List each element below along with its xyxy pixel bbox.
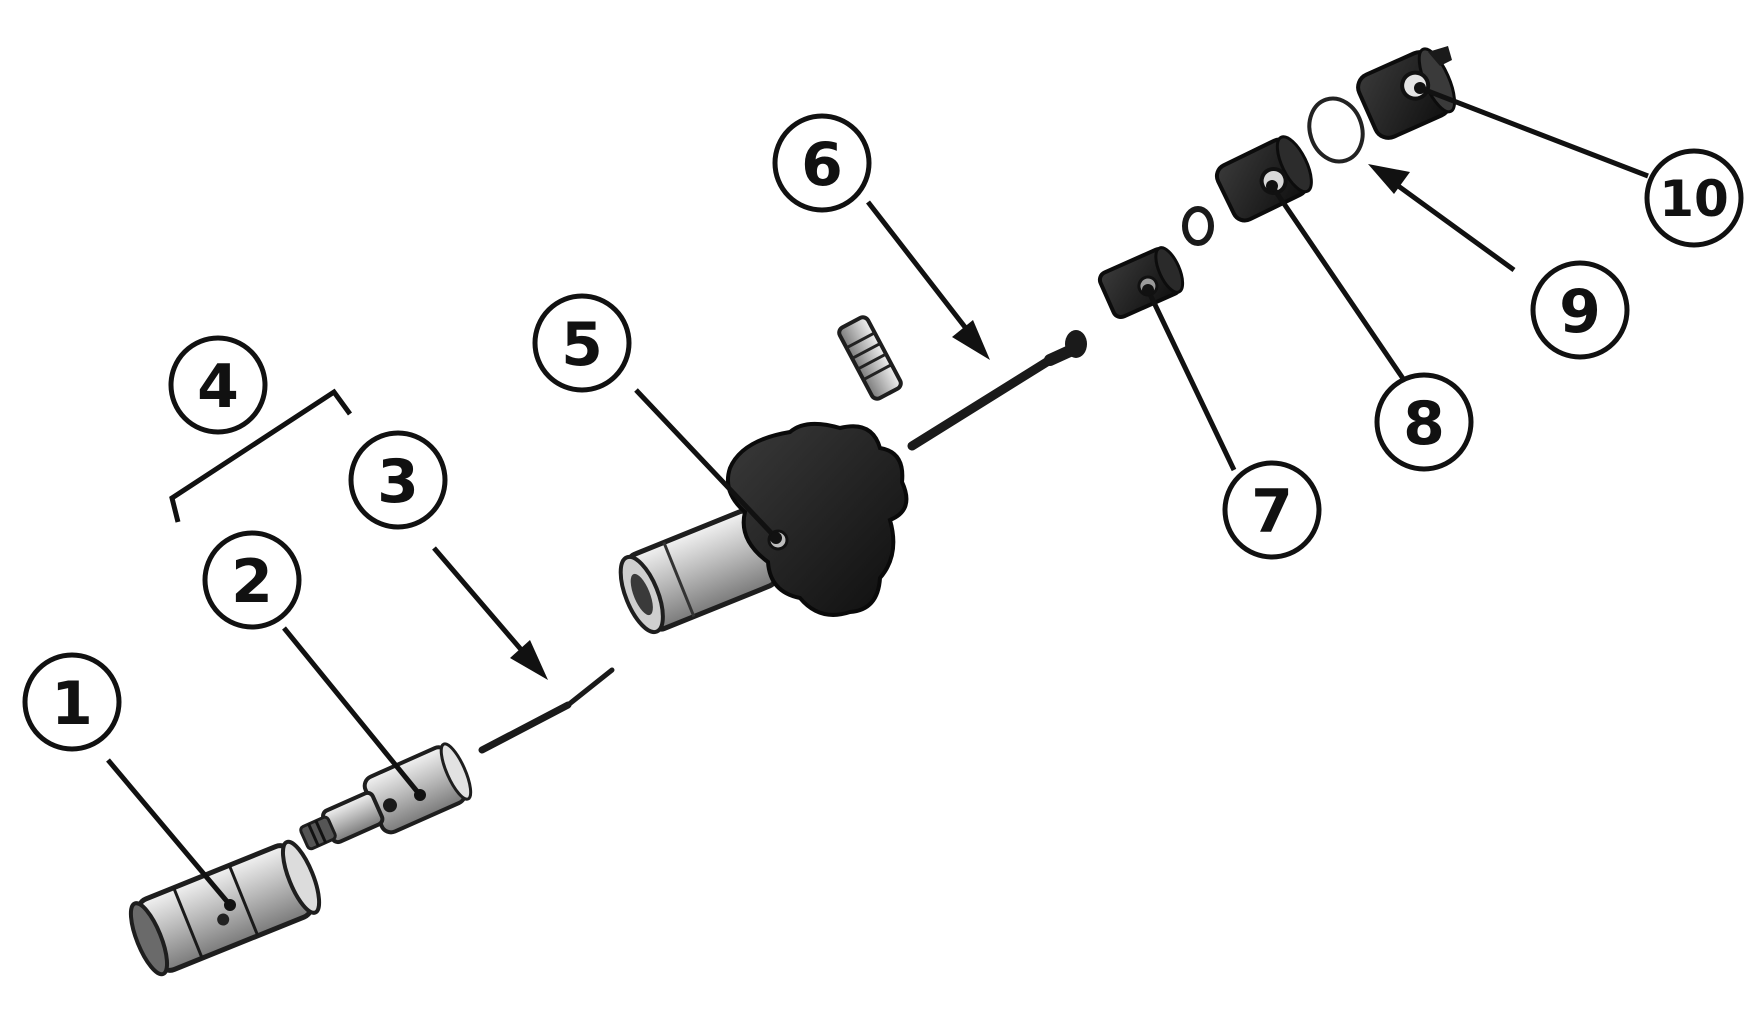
callout-3: 3 — [348, 430, 448, 530]
callout-8-label: 8 — [1403, 389, 1445, 459]
callout-2-label: 2 — [231, 547, 273, 617]
callout-1: 1 — [22, 652, 122, 752]
grease-fitting — [837, 315, 903, 401]
part-9-ring — [1307, 96, 1365, 164]
arrow-6 — [952, 320, 990, 360]
leader-9 — [1388, 177, 1516, 273]
part-7-packing-nut — [1097, 206, 1214, 320]
callout-6: 6 — [772, 113, 872, 213]
assembly-bracket — [169, 388, 353, 523]
callout-8: 8 — [1374, 372, 1474, 472]
part-6-stem — [907, 330, 1087, 451]
leader-1 — [106, 758, 232, 907]
callout-4-label: 4 — [197, 352, 239, 422]
callout-7-label: 7 — [1251, 477, 1293, 547]
leader-7 — [1145, 288, 1237, 472]
leader-2 — [282, 626, 422, 797]
part-10-end-nut — [1356, 46, 1457, 140]
callout-6-label: 6 — [801, 130, 843, 200]
arrow-9 — [1368, 164, 1410, 194]
part-3-pin — [478, 667, 615, 754]
part-8-cap — [1214, 135, 1313, 223]
callout-10-label: 10 — [1659, 170, 1729, 228]
arrow-3 — [510, 640, 548, 680]
callout-2: 2 — [202, 530, 302, 630]
callout-7: 7 — [1222, 460, 1322, 560]
callout-3-label: 3 — [377, 447, 419, 517]
part-5-body — [618, 421, 909, 635]
callout-5: 5 — [532, 293, 632, 393]
part-2-nozzle — [299, 742, 473, 851]
leader-5 — [634, 388, 778, 540]
leader-3 — [432, 546, 532, 662]
leader-6 — [866, 200, 977, 342]
callout-10: 10 — [1644, 148, 1744, 248]
callout-9-label: 9 — [1559, 277, 1601, 347]
callout-4: 4 — [168, 335, 268, 435]
callout-9: 9 — [1530, 260, 1630, 360]
leader-8 — [1269, 184, 1407, 382]
leader-10 — [1419, 85, 1649, 179]
callout-1-label: 1 — [51, 669, 93, 739]
callout-5-label: 5 — [561, 310, 603, 380]
